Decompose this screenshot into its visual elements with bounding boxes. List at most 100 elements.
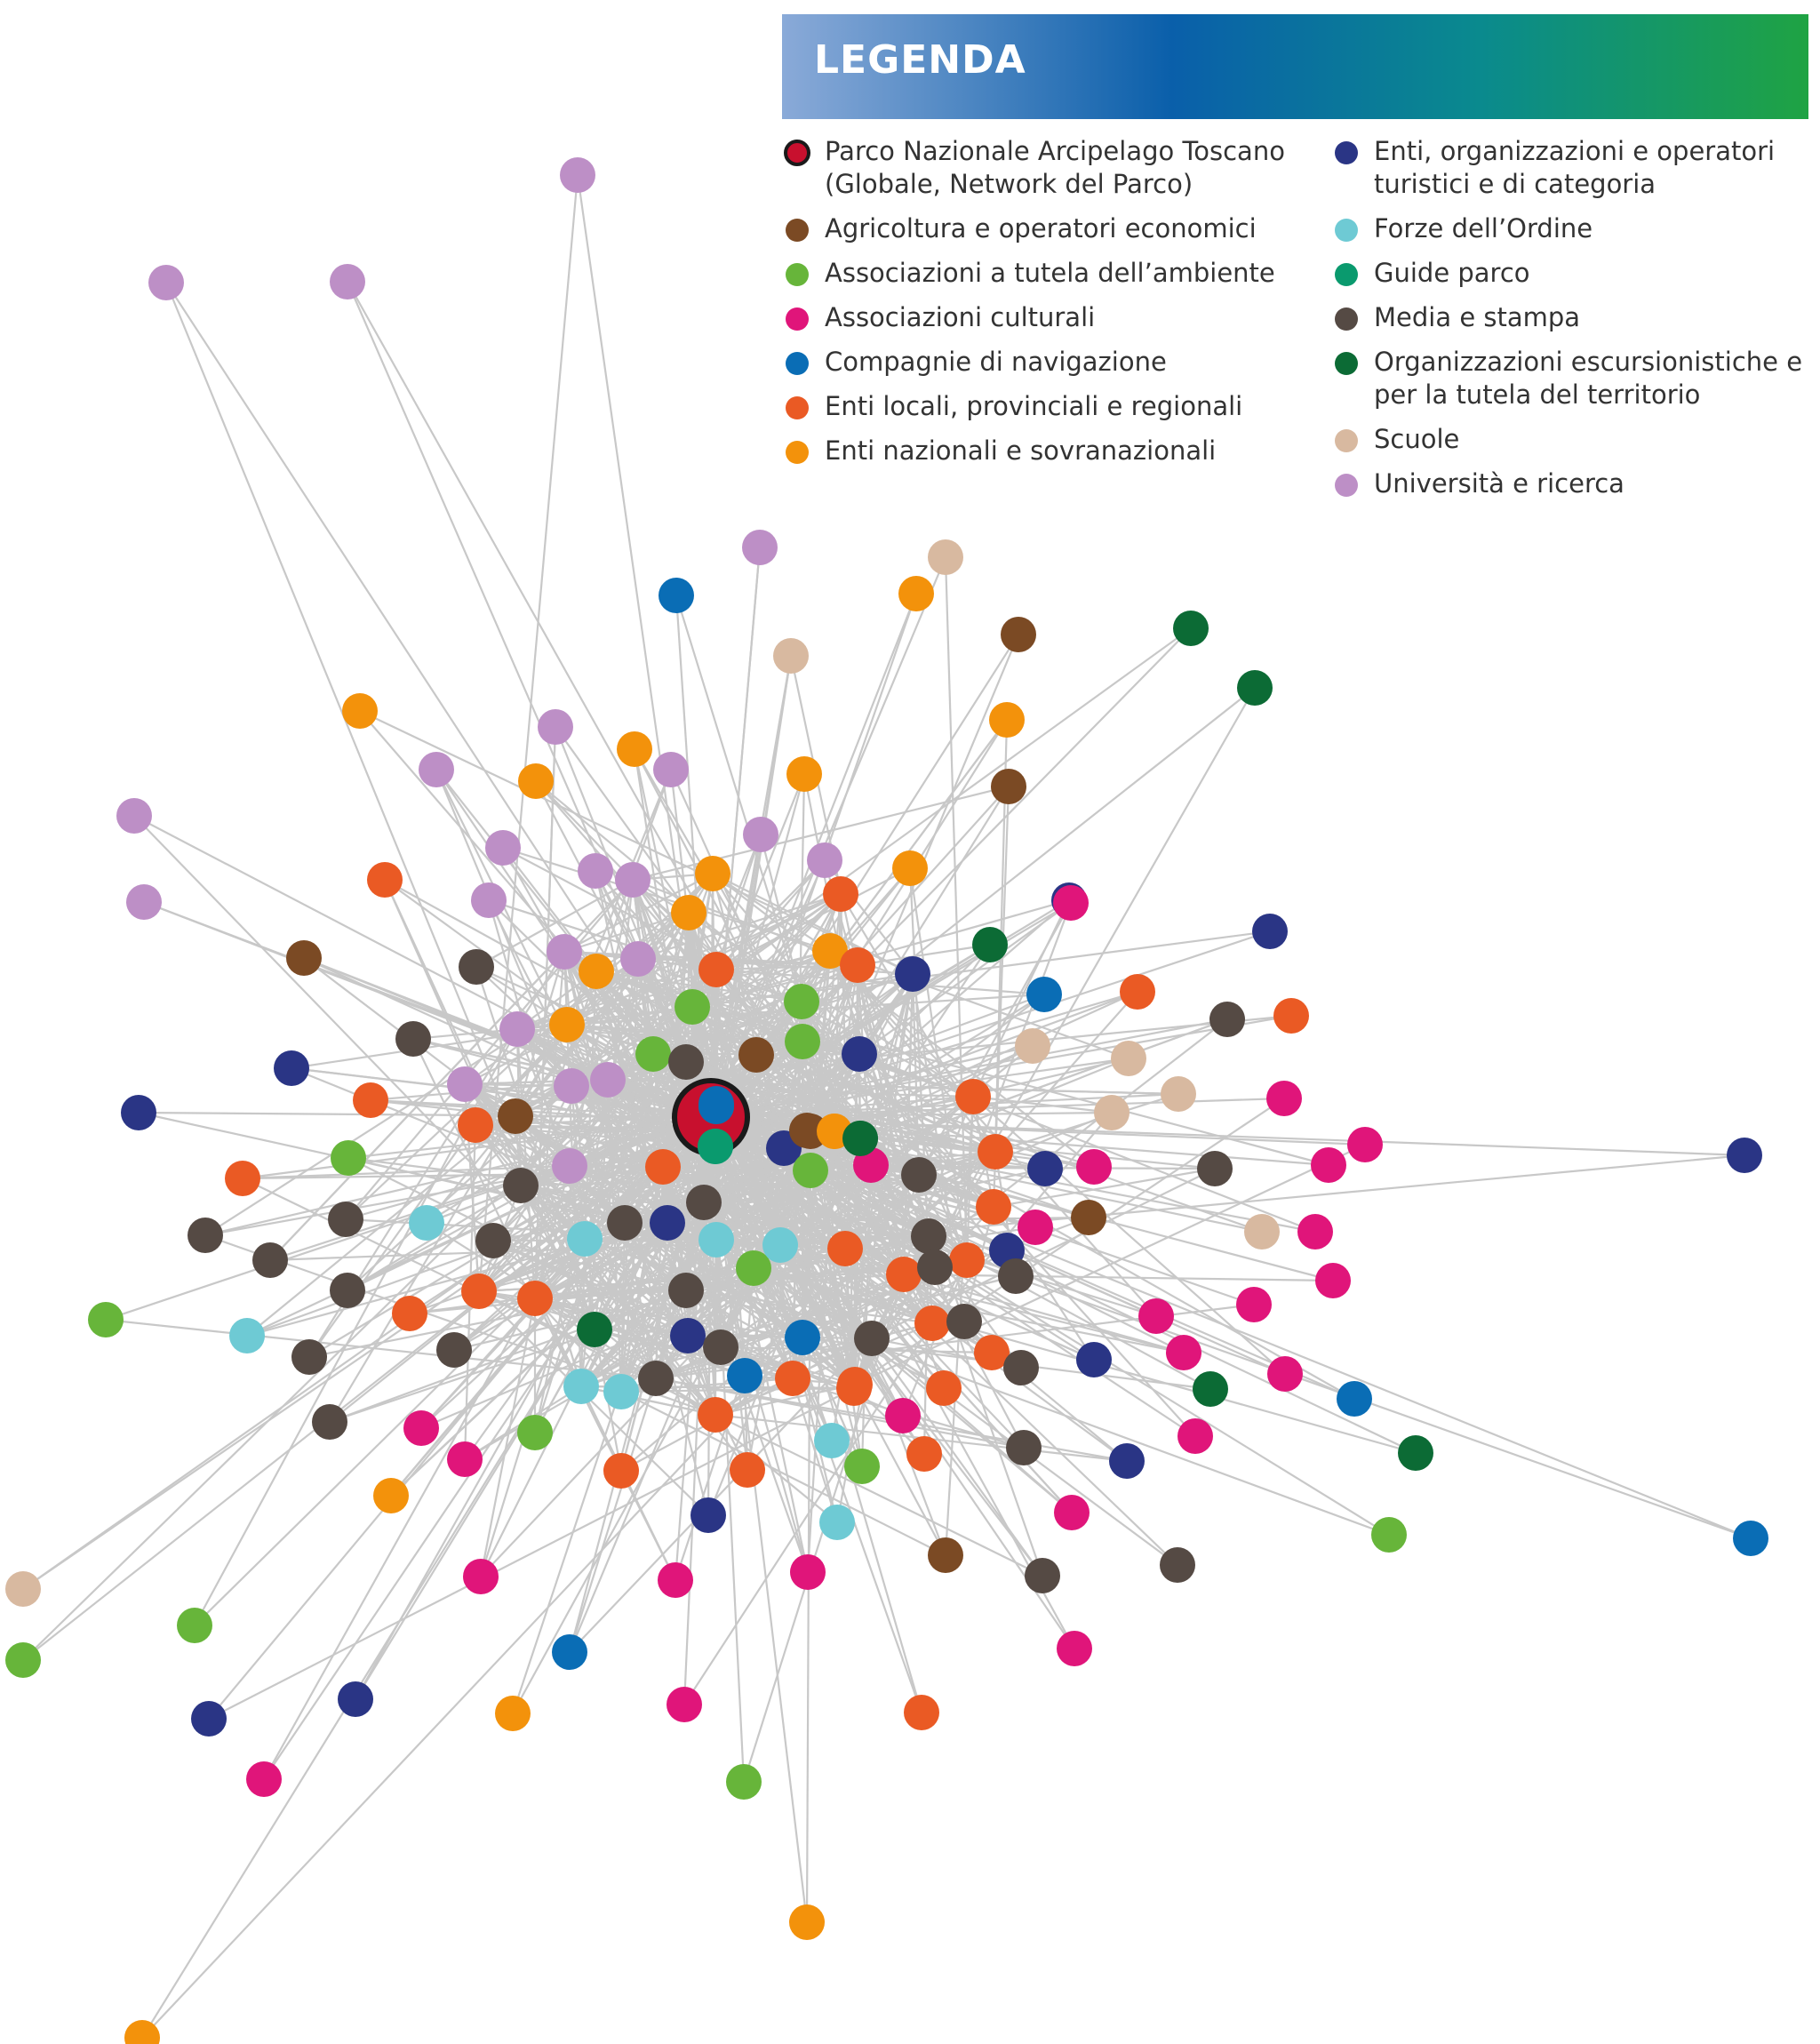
network-node: [607, 1205, 643, 1241]
network-node: [1138, 1298, 1174, 1334]
network-node: [436, 1332, 472, 1368]
legend-label: Compagnie di navigazione: [825, 347, 1167, 377]
network-edge: [555, 726, 690, 914]
network-node: [906, 1436, 942, 1472]
network-node: [291, 1339, 327, 1375]
network-node: [742, 530, 778, 565]
network-node: [409, 1205, 444, 1241]
network-node: [730, 1452, 765, 1488]
network-edge: [593, 1222, 627, 1330]
network-edge: [710, 1116, 1417, 1454]
network-edge: [710, 1014, 1292, 1119]
legend-swatch: [1335, 141, 1358, 164]
network-edge: [791, 973, 914, 1379]
network-node: [727, 1358, 762, 1393]
network-node: [1025, 1558, 1060, 1593]
network-node: [823, 876, 858, 912]
network-node: [638, 1361, 674, 1396]
network-edge: [520, 1185, 595, 1330]
network-node: [331, 1140, 366, 1176]
network-node: [1398, 1435, 1433, 1471]
legend-swatch: [784, 140, 810, 166]
network-edge: [619, 1116, 713, 1393]
network-edge: [194, 1116, 712, 1626]
network-node: [1109, 1443, 1145, 1479]
network-node: [615, 862, 651, 898]
network-edge: [624, 1222, 689, 1337]
legend-label: Scuole: [1374, 424, 1460, 454]
network-node: [978, 1134, 1013, 1170]
network-edge: [571, 1084, 968, 1262]
network-edge: [918, 902, 1072, 1176]
network-edge: [478, 1290, 709, 1516]
network-edge: [632, 785, 1010, 882]
network-edge: [972, 1096, 1286, 1375]
network-node: [1252, 914, 1288, 949]
legend-header: LEGENDA: [782, 14, 1808, 119]
network-node: [895, 956, 930, 992]
network-node: [1006, 1430, 1042, 1465]
network-node: [974, 1335, 1010, 1370]
network-node: [330, 264, 365, 299]
network-node: [286, 940, 322, 976]
network-node: [1027, 1151, 1063, 1186]
network-node: [1003, 1350, 1039, 1385]
network-node: [342, 693, 378, 729]
network-node: [650, 1205, 685, 1241]
network-node: [998, 1258, 1034, 1294]
network-node: [667, 1687, 702, 1722]
network-edge: [744, 1337, 873, 1377]
legend-swatch: [786, 396, 809, 419]
network-node: [1057, 1631, 1092, 1666]
network-node: [668, 1273, 704, 1308]
network-node: [904, 1695, 939, 1730]
legend-item: Agricoltura e operatori economici: [784, 212, 1317, 245]
network-node: [518, 763, 554, 799]
network-edge: [141, 1337, 803, 2039]
network-edge: [779, 1164, 872, 1246]
network-edge: [691, 949, 831, 1009]
network-node: [517, 1415, 553, 1450]
legend-item: Associazioni a tutela dell’ambiente: [784, 257, 1317, 290]
legend-swatch: [1335, 219, 1358, 242]
network-edge: [478, 1289, 689, 1337]
network-node: [1161, 1076, 1196, 1112]
network-node: [252, 1242, 288, 1278]
network-node: [1237, 670, 1273, 706]
network-node: [928, 539, 963, 575]
network-edge: [329, 1289, 687, 1424]
network-node: [177, 1608, 212, 1643]
legend-item: Media e stampa: [1333, 301, 1813, 334]
network-edge: [329, 1024, 568, 1423]
network-edge: [853, 1235, 930, 1389]
network-node: [892, 850, 928, 886]
network-node: [1315, 1263, 1351, 1298]
legend-label: Enti locali, provinciali e regionali: [825, 391, 1243, 421]
network-node: [840, 947, 875, 983]
network-node: [955, 1079, 991, 1114]
network-node: [812, 933, 848, 969]
network-node: [617, 731, 652, 767]
network-node: [670, 1318, 706, 1353]
network-node: [790, 1554, 826, 1590]
network-node: [5, 1642, 41, 1678]
network-node: [703, 1329, 738, 1365]
network-node: [635, 1036, 671, 1072]
network-edge: [858, 1053, 996, 1153]
network-node: [392, 1296, 427, 1331]
network-edge: [632, 879, 905, 1275]
network-edge: [595, 970, 690, 1337]
legend-title: LEGENDA: [814, 37, 1026, 83]
network-node: [447, 1441, 483, 1477]
legend-item: Compagnie di navigazione: [784, 346, 1317, 379]
network-node: [188, 1218, 223, 1253]
network-node: [419, 752, 454, 787]
network-node: [567, 1221, 603, 1257]
legend-swatch: [786, 307, 809, 331]
network-node: [126, 884, 162, 920]
network-edge: [801, 1001, 994, 1208]
network-node: [911, 1218, 946, 1254]
network-edge: [347, 1085, 572, 1291]
network-edge: [514, 951, 566, 1117]
